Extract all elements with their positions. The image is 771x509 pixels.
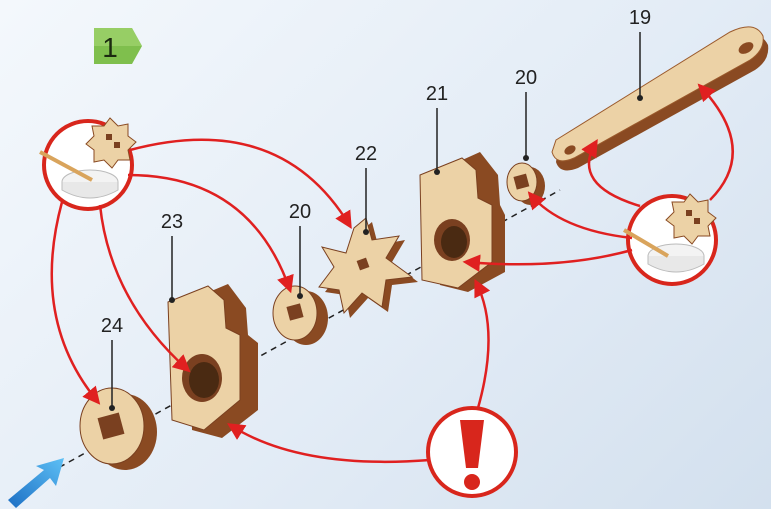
part-label: 19 [629, 7, 651, 29]
part-21-frame [419, 152, 505, 292]
step-number: 1 [102, 32, 118, 63]
part-label: 20 [289, 201, 311, 223]
part-label: 22 [355, 143, 377, 165]
part-20-ring-upper [506, 162, 545, 205]
part-label: 21 [426, 83, 448, 105]
glue-arrows [50, 83, 734, 464]
glue-gear-icon [39, 117, 137, 211]
part-label: 23 [161, 211, 183, 233]
part-label: 24 [101, 315, 123, 337]
part-label: 20 [515, 67, 537, 89]
part-23-frame [167, 284, 258, 438]
step-badge: 1 [94, 28, 142, 64]
glue-gear-icon [622, 193, 718, 286]
warning-exclamation-icon [426, 406, 518, 498]
assembly-direction-arrow-icon [8, 458, 64, 508]
part-19-lever [551, 26, 769, 171]
part-20-ring-lower [272, 285, 328, 345]
part-22-star [318, 217, 418, 318]
part-24-ring [79, 387, 157, 470]
part-labels: 19 20 21 22 20 23 24 [101, 7, 651, 411]
